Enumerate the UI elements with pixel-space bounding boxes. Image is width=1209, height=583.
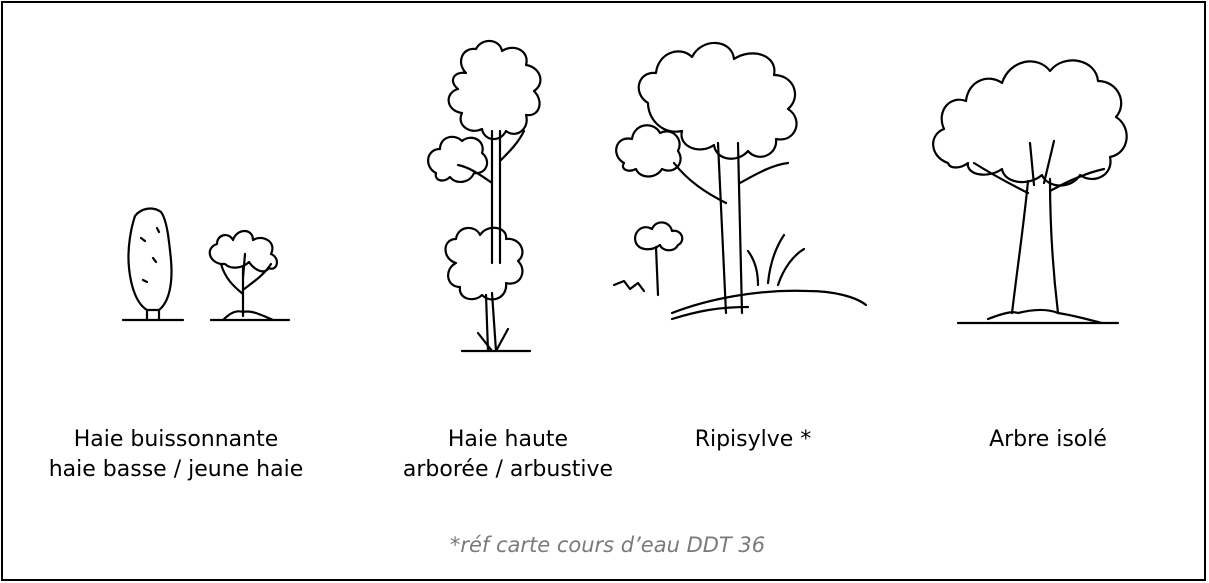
label-tall-hedge-line1: Haie haute (363, 425, 653, 455)
low-hedge-illustration (113, 198, 303, 328)
riparian-forest-illustration (608, 23, 868, 333)
label-low-hedge-line1: Haie buissonnante (11, 425, 341, 455)
label-isolated-tree: Arbre isolé (953, 425, 1143, 455)
label-tall-hedge-line2: arborée / arbustive (363, 455, 653, 485)
tall-hedge-illustration (396, 33, 596, 353)
label-low-hedge-line2: haie basse / jeune haie (11, 455, 341, 485)
label-low-hedge: Haie buissonnante haie basse / jeune hai… (11, 425, 341, 485)
label-riparian-line1: Ripisylve * (663, 425, 843, 455)
label-tall-hedge: Haie haute arborée / arbustive (363, 425, 653, 485)
isolated-tree-illustration (918, 23, 1158, 333)
footnote: *réf carte cours d’eau DDT 36 (3, 533, 1209, 557)
label-isolated-tree-line1: Arbre isolé (953, 425, 1143, 455)
label-riparian: Ripisylve * (663, 425, 843, 455)
